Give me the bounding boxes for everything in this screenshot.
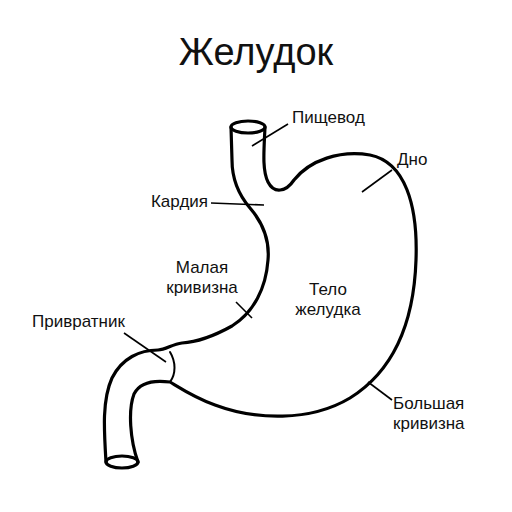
esophagus-opening (231, 121, 265, 133)
duodenum-opening (106, 456, 138, 468)
part-label: Пищевод (292, 108, 365, 128)
part-label: Дно (397, 150, 427, 170)
part-label: Привратник (32, 312, 125, 332)
stomach-outline (131, 127, 417, 462)
leader-line (362, 170, 392, 192)
leader-line (368, 382, 392, 400)
leader-line (211, 203, 264, 205)
leader-line (236, 302, 252, 318)
part-label: Малая кривизна (160, 258, 244, 297)
leader-line (124, 333, 166, 362)
leader-line (252, 124, 288, 146)
part-label: Кардия (140, 192, 208, 212)
part-label: Большая кривизна (393, 394, 483, 433)
stomach-inner-outline (104, 127, 268, 462)
diagram-title: Желудок (0, 32, 512, 74)
part-label: Тело желудка (290, 280, 366, 319)
pylorus-ring (170, 352, 175, 382)
